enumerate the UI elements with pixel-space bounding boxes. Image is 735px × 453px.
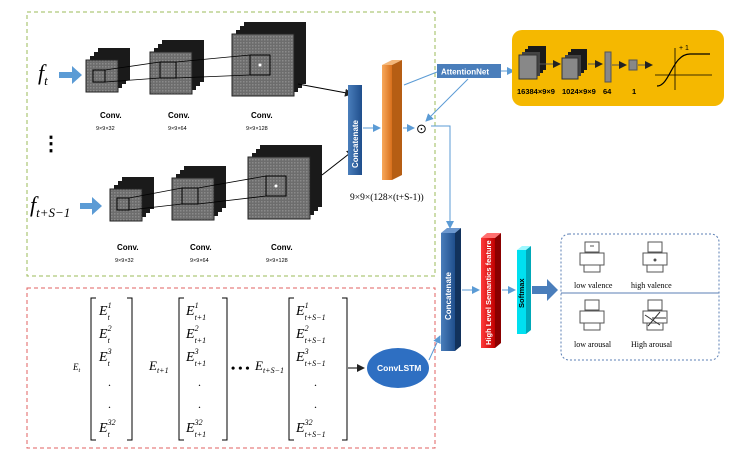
conv-label-top-1: Conv. — [100, 111, 122, 120]
conv-label-top-3: Conv. — [251, 111, 273, 120]
attn-dim-4: 1 — [632, 87, 636, 96]
conv-block-1-top — [85, 48, 130, 93]
svg-text:.: . — [198, 397, 201, 411]
conv-block-2-bottom — [171, 166, 226, 221]
output-arrow — [532, 279, 558, 301]
low-arousal-figure — [579, 299, 605, 331]
cnn-top-row: ft Conv. — [38, 22, 353, 132]
cnn-bottom-row: ft+S−1 Conv. 9×9×32 Conv. — [30, 145, 355, 264]
attn-dim-3: 64 — [603, 87, 612, 96]
conv-size-top-1: 9×9×32 — [96, 126, 115, 132]
eeg-label-t: Et — [72, 362, 81, 374]
conv-label-bottom-3: Conv. — [271, 243, 293, 252]
svg-text:.: . — [314, 397, 317, 411]
cnn-container — [26, 11, 436, 277]
attn-dim-2: 1024×9×9 — [562, 87, 596, 96]
vertical-ellipsis: ⋮ — [41, 133, 61, 155]
svg-text:E1t+S−1: E1t+S−1 — [295, 301, 326, 322]
concatenate-label-right: Concatenate — [444, 271, 453, 320]
classes-panel: low valence high valence low arousal Hig… — [560, 233, 720, 361]
conv-size-top-2: 9×9×64 — [168, 126, 187, 132]
eeg-label-tS1: Et+S−1 — [254, 358, 284, 375]
svg-text:E3t+1: E3t+1 — [185, 347, 206, 368]
svg-text:E3t+S−1: E3t+S−1 — [295, 347, 326, 368]
high-level-semantics-bar — [481, 233, 501, 348]
softmax-bar — [517, 246, 531, 334]
input-arrow-top — [59, 66, 82, 84]
input-f-top: ft — [38, 60, 48, 88]
eeg-container — [26, 287, 436, 449]
class-low-arousal: low arousal — [574, 340, 612, 349]
input-f-bottom: ft+S−1 — [30, 192, 70, 220]
softmax-label: Softmax — [517, 278, 526, 308]
svg-text:E3t: E3t — [98, 347, 112, 368]
conv-block-3-bottom — [247, 145, 322, 220]
svg-text:E2t: E2t — [98, 324, 112, 345]
svg-text:.: . — [108, 397, 111, 411]
svg-text:E1t: E1t — [98, 301, 112, 322]
convlstm-node — [367, 348, 429, 388]
svg-text:.: . — [108, 375, 111, 389]
feature-map-block — [382, 60, 402, 180]
projection-lines-bottom — [128, 175, 267, 211]
eeg-label-t1: Et+1 — [148, 358, 169, 375]
class-low-valence: low valence — [574, 281, 613, 290]
concatenate-label-top: Concatenate — [351, 119, 360, 168]
svg-text:.: . — [314, 375, 317, 389]
convlstm-label: ConvLSTM — [377, 363, 421, 373]
high-arousal-figure — [642, 299, 668, 331]
concat-output-size: 9×9×(128×(t+S-1)) — [350, 192, 424, 203]
class-high-valence: high valence — [631, 281, 672, 290]
conv-label-bottom-2: Conv. — [190, 243, 212, 252]
attentionnet-label-box — [437, 64, 501, 78]
high-level-semantics-label: High Level Semantics feature — [484, 240, 493, 345]
conv-size-bottom-3: 9×9×128 — [266, 258, 288, 264]
high-valence-figure — [642, 241, 668, 273]
attentionnet-label: AttentionNet — [441, 68, 489, 77]
conv-label-top-2: Conv. — [168, 111, 190, 120]
input-arrow-bottom — [80, 197, 102, 215]
elementwise-product-symbol: ⊙ — [416, 121, 427, 136]
svg-text:.: . — [198, 375, 201, 389]
concatenate-bar-right — [441, 228, 461, 351]
concatenate-bar-top — [348, 85, 362, 175]
conv-block-1-bottom — [109, 177, 154, 222]
svg-text:E1t+1: E1t+1 — [185, 301, 206, 322]
attention-net-panel: + 1 16384×9×9 1024×9×9 64 1 — [512, 30, 724, 106]
svg-text:E2t+S−1: E2t+S−1 — [295, 324, 326, 345]
conv-block-3-top — [231, 22, 306, 97]
conv-size-bottom-2: 9×9×64 — [190, 258, 209, 264]
projection-lines-top — [104, 54, 251, 83]
conv-size-bottom-1: 9×9×32 — [115, 258, 134, 264]
svg-text:E2t+1: E2t+1 — [185, 324, 206, 345]
conv-label-bottom-1: Conv. — [117, 243, 139, 252]
low-valence-figure — [579, 241, 605, 273]
class-high-arousal: High arousal — [631, 340, 673, 349]
conv-size-top-3: 9×9×128 — [246, 126, 268, 132]
attn-dim-1: 16384×9×9 — [517, 87, 555, 96]
sigmoid-plus-one: + 1 — [679, 45, 689, 52]
eeg-ellipsis: • • • — [231, 361, 250, 375]
conv-block-2-top — [149, 40, 204, 95]
